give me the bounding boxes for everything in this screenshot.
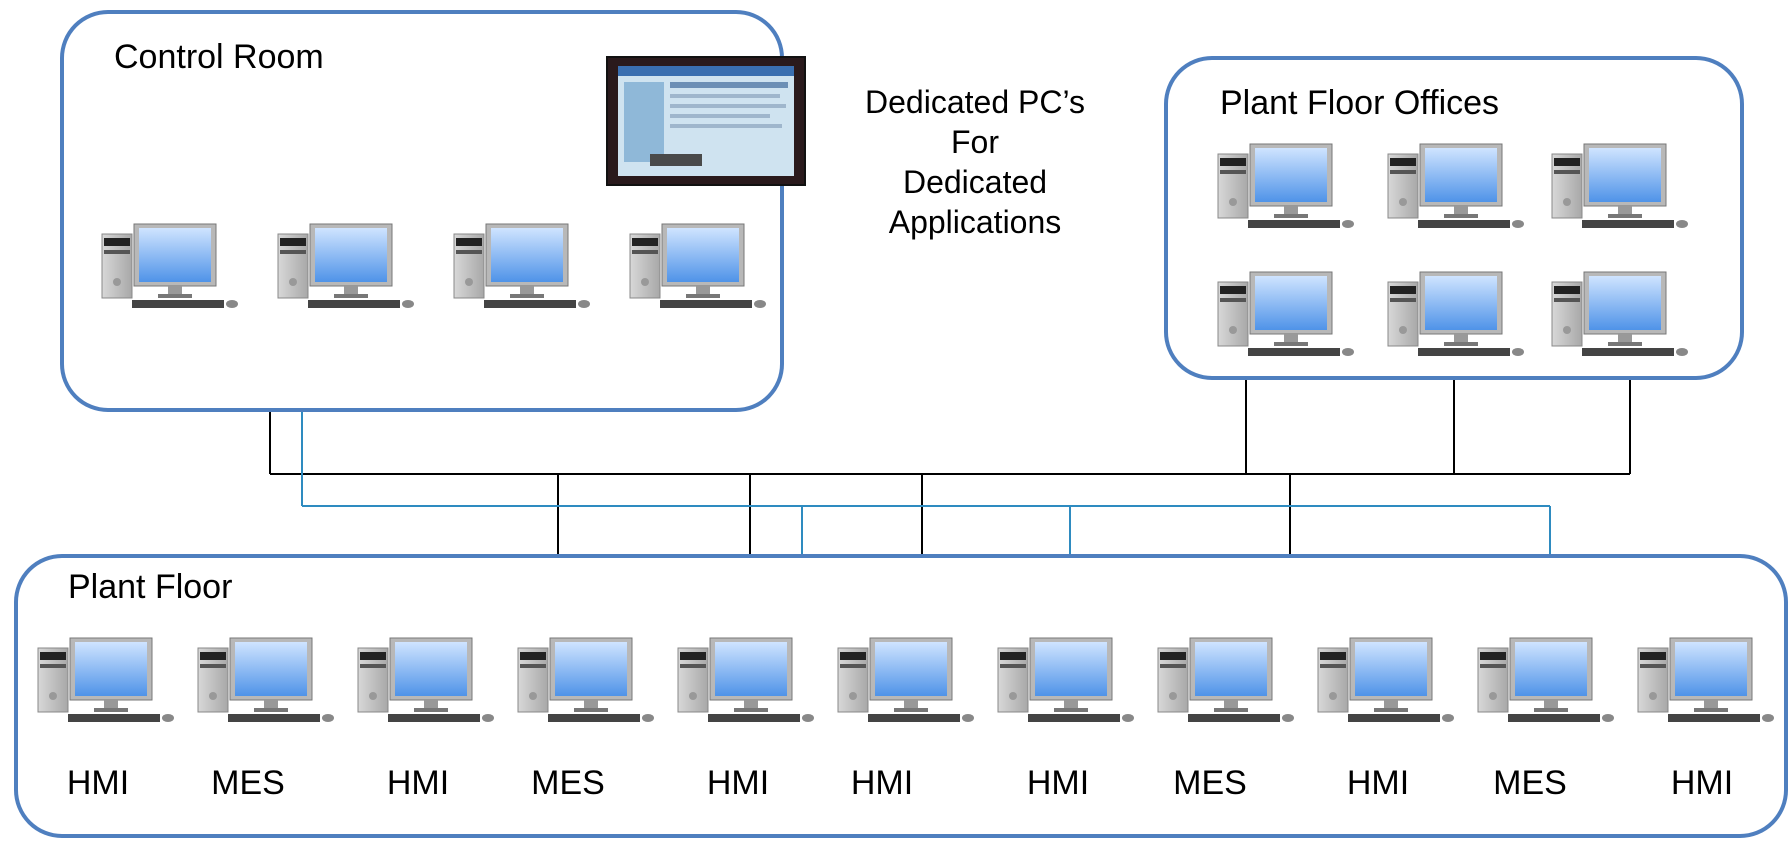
station-label: MES (531, 764, 605, 802)
wall-display-image (618, 66, 794, 176)
floor-pc-icon (834, 634, 976, 730)
note-line-3: Dedicated (902, 164, 1048, 200)
station-label: MES (1493, 764, 1567, 802)
floor-pc-icon (354, 634, 496, 730)
office-pc-icon (1384, 268, 1526, 364)
station-label: HMI (1670, 764, 1734, 802)
station-label: MES (211, 764, 285, 802)
station-label: HMI (1026, 764, 1090, 802)
note-line-4: Applications (888, 204, 1062, 240)
office-pc-icon (1214, 268, 1356, 364)
office-pc-icon (1384, 140, 1526, 236)
floor-pc-icon (674, 634, 816, 730)
control-room-pc-icon (274, 220, 416, 316)
floor-pc-icon (1314, 634, 1456, 730)
office-pc-icon (1548, 268, 1690, 364)
floor-pc-icon (194, 634, 336, 730)
wall-display-screen (606, 56, 806, 186)
office-pc-icon (1548, 140, 1690, 236)
station-label: HMI (850, 764, 914, 802)
control-room-title: Control Room (114, 38, 324, 76)
floor-pc-icon (994, 634, 1136, 730)
station-label: HMI (386, 764, 450, 802)
note-line-1: Dedicated PC’s (865, 84, 1085, 120)
floor-pc-icon (34, 634, 176, 730)
floor-pc-icon (514, 634, 656, 730)
office-pc-icon (1214, 140, 1356, 236)
plant-floor-title: Plant Floor (68, 568, 233, 606)
dedicated-pcs-note: Dedicated PC’s For Dedicated Application… (790, 82, 1160, 242)
floor-pc-icon (1634, 634, 1776, 730)
control-room-pc-icon (98, 220, 240, 316)
control-room-pc-icon (450, 220, 592, 316)
plant-floor-offices-title: Plant Floor Offices (1220, 84, 1500, 122)
floor-pc-icon (1474, 634, 1616, 730)
control-room-pc-icon (626, 220, 768, 316)
station-label: MES (1173, 764, 1247, 802)
note-line-2: For (951, 124, 999, 160)
station-label: HMI (706, 764, 770, 802)
station-label: HMI (66, 764, 130, 802)
control-room-zone: Control Room (60, 10, 806, 412)
floor-pc-icon (1154, 634, 1296, 730)
station-label: HMI (1346, 764, 1410, 802)
